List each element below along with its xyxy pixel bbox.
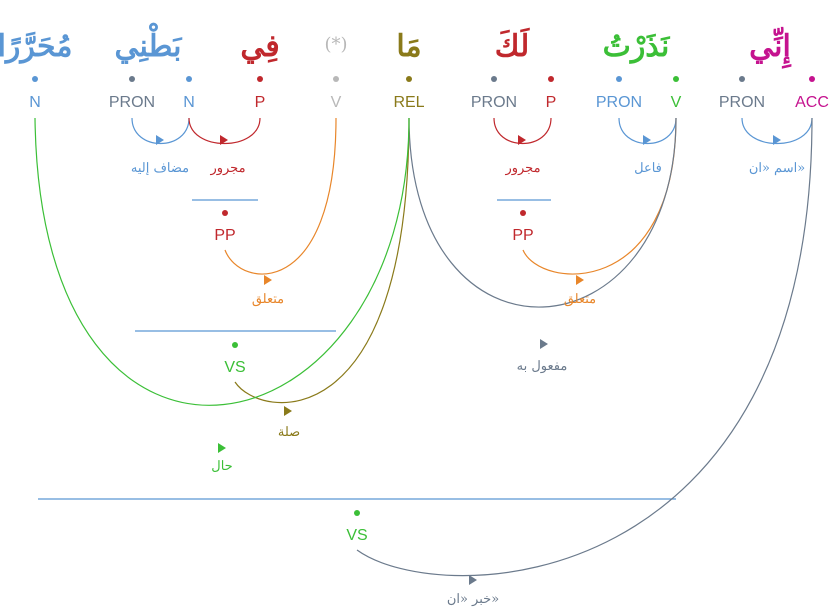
word-fi: فِي [240,29,279,64]
label-fael: فاعل [634,161,662,176]
tag-pron-3: PRON [471,94,517,111]
arrow-majroor-1 [518,135,526,145]
small-arc-labels: اسم «ان» فاعل مجرور مضاف إليه مجرور [131,161,805,176]
small-arcs [131,117,813,145]
tag-rel: REL [393,94,424,111]
label-mutaalliq-1: متعلق [564,292,596,307]
label-mutaalliq-2: متعلق [252,292,284,307]
label-hal: حال [211,459,232,474]
tag-pron-2: PRON [596,94,642,111]
label-majroor-2: مجرور [209,161,245,176]
dot-v-1 [673,76,679,82]
tag-dots [32,76,815,82]
tag-acc: ACC [795,94,829,111]
tag-pron-4: PRON [109,94,155,111]
dot-pron-1 [739,76,745,82]
arc-fael [618,117,677,145]
vs-label-outer: VS [346,527,367,544]
tag-v-2: V [331,94,342,111]
pp-dot-left [222,210,228,216]
vs-dot-inner [232,342,238,348]
dot-n-2 [32,76,38,82]
arrow-sila [284,406,292,416]
arrow-mutaalliq-1 [576,275,584,285]
label-mudaf-ilayh: مضاف إليه [131,161,189,176]
arrow-fael [643,135,651,145]
dot-pron-3 [491,76,497,82]
dot-p-1 [548,76,554,82]
dot-rel [406,76,412,82]
label-mafool-bihi: مفعول به [517,359,568,374]
label-majroor-1: مجرور [504,161,540,176]
arrow-mutaalliq-2 [264,275,272,285]
word-laka: لَكَ [495,27,531,64]
word-batni: بَطْنِي [114,22,183,64]
tag-n-2: N [29,94,41,111]
arc-mudaf-ilayh [131,117,190,145]
tag-p-1: P [546,94,557,111]
word-row: إِنِّي نَذَرْتُ لَكَ مَا (*) فِي بَطْنِي… [0,22,792,69]
label-sila: صلة [278,425,300,440]
tag-pron-1: PRON [719,94,765,111]
large-arcs [34,117,813,585]
dot-pron-4 [129,76,135,82]
word-muharraran: مُحَرَّرًا [0,29,72,64]
arc-mutaalliq-1 [522,117,677,275]
arc-hal [34,117,410,406]
pos-tags: ACC PRON V PRON P PRON REL V P N PRON N [29,94,829,111]
pp-label-left: PP [214,227,235,244]
arc-ism-inna [741,117,813,145]
pp-label-right: PP [512,227,533,244]
dot-acc [809,76,815,82]
arrow-mafool-bihi [540,339,548,349]
arrow-majroor-2 [220,135,228,145]
arc-majroor-2 [188,117,261,145]
arrow-hal [218,443,226,453]
arc-khabar-inna [356,117,813,577]
phrase-nodes: PP PP VS VS [38,199,676,544]
tag-p-2: P [255,94,266,111]
word-ma: مَا [396,29,421,64]
pp-dot-right [520,210,526,216]
word-elided: (*) [324,34,347,55]
dot-n-1 [186,76,192,82]
arc-mafool-bihi [408,117,677,308]
vs-dot-outer [354,510,360,516]
label-ism-inna: اسم «ان» [749,161,805,176]
vs-label-inner: VS [224,359,245,376]
word-inni: إِنِّي [749,27,792,69]
arrow-mudaf-ilayh [156,135,164,145]
arc-sila [234,117,410,404]
arc-majroor-1 [493,117,552,145]
arrow-khabar-inna [469,575,477,585]
arc-mutaalliq-2 [224,117,337,275]
tag-n-1: N [183,94,195,111]
word-nadhartu: نَذَرْتُ [603,29,671,64]
dot-p-2 [257,76,263,82]
dot-pron-2 [616,76,622,82]
large-arc-labels: متعلق متعلق مفعول به صلة حال خبر «ان» [211,292,596,607]
dot-v-2 [333,76,339,82]
arrow-ism-inna [773,135,781,145]
label-khabar-inna: خبر «ان» [447,592,499,607]
tag-v-1: V [671,94,682,111]
